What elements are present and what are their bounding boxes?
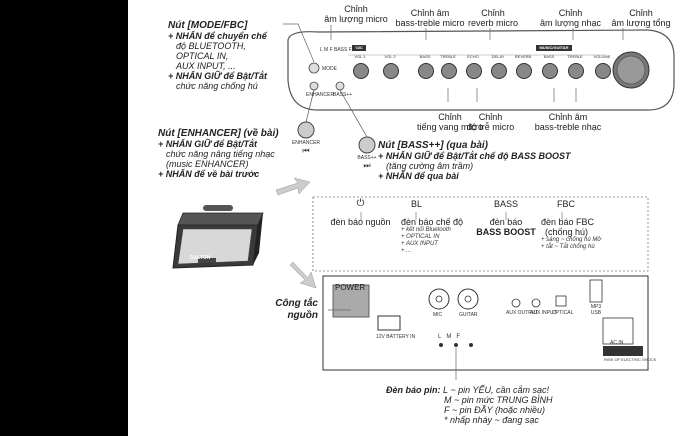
indicator-bass: BASS đèn báo BASS BOOST — [476, 199, 536, 237]
bass-plus-callout: Nút [BASS++] (qua bài) + NHẤN GIỮ để Bật… — [378, 140, 571, 181]
optical-label: OPTICAL — [552, 310, 574, 316]
enhancer-button-shape — [297, 121, 315, 139]
bass-plus-button[interactable]: BASS++ ⏭ — [352, 155, 382, 170]
panel-knob-label: BASS — [419, 54, 431, 59]
panel-knob[interactable] — [516, 63, 532, 79]
ac-in-label: AC IN — [610, 340, 624, 346]
power-label: POWER — [335, 283, 366, 292]
enhancer-callout: Nút [ENHANCER] (về bài) + NHẤN GIỮ để Bậ… — [158, 128, 279, 179]
panel-knob-label: TREBLE — [567, 54, 583, 59]
mode-fbc-callout: Nút [MODE/FBC] + NHẤN để chuyển chế độ B… — [168, 20, 268, 91]
panel-knob-label: DELAY — [491, 54, 505, 59]
indicator-fbc: FBC đèn báo FBC (chống hú) + sáng ~ chốn… — [541, 199, 601, 250]
power-icon: ⏻ — [356, 198, 365, 209]
music-badge: MUSIC/GUITAR — [536, 45, 572, 51]
warning-label: RISK OF ELECTRIC SHOCK — [604, 357, 657, 362]
mode-led-labels: L M F BASS FBC — [320, 47, 359, 53]
speaker-image — [172, 205, 264, 269]
panel-knob[interactable] — [418, 63, 434, 79]
panel-knob-label: REVERB — [514, 54, 532, 59]
previous-track-icon: ⏮ — [302, 146, 310, 155]
panel-knob[interactable] — [595, 63, 611, 79]
guitar-jack-label: GUITAR — [459, 312, 478, 318]
battery-in-label: 12V BATTERY IN — [376, 334, 416, 340]
panel-knob-label: VOL 1 — [354, 54, 366, 59]
mode-button-label: MODE — [322, 66, 337, 72]
panel-mode-button — [308, 62, 320, 74]
indicator-frame — [312, 196, 649, 272]
indicator-bl: BL đèn báo chế độ + kết nối Bluetooth + … — [401, 199, 464, 254]
panel-bass-label: BASS++ — [333, 92, 353, 98]
panel-knob-label: VOL 2 — [384, 54, 396, 59]
diagram-graphics — [172, 23, 675, 380]
speaker-logo: DALTON — [190, 255, 211, 261]
arrow-to-back-panel — [289, 261, 317, 289]
power-switch — [332, 284, 370, 318]
bass-plus-button-shape — [358, 136, 376, 154]
panel-knob[interactable] — [353, 63, 369, 79]
mic-badge: MIC — [352, 45, 366, 51]
panel-knob[interactable] — [441, 63, 457, 79]
enhancer-button[interactable]: ENHANCER ⏮ — [291, 140, 321, 155]
panel-knob-label: ECHO — [467, 54, 479, 59]
panel-knob[interactable] — [491, 63, 507, 79]
panel-knob-label: VOLUME — [593, 54, 611, 59]
indicator-power: ⏻ đèn báo nguồn — [328, 198, 393, 228]
aux-input-label: AUX INPUT — [530, 310, 557, 316]
panel-knob[interactable] — [542, 63, 558, 79]
panel-knob[interactable] — [466, 63, 482, 79]
mic-jack-label: MIC — [433, 312, 443, 318]
next-track-icon: ⏭ — [363, 161, 371, 170]
panel-knob[interactable] — [568, 63, 584, 79]
aux-output-label: AUX OUTPUT — [506, 310, 539, 316]
panel-enhancer-label: ENHANCER — [306, 92, 335, 98]
arrow-to-indicators — [275, 177, 311, 196]
battery-legend: Đèn báo pin: L ~ pin YẾU, cần cắm sạc! M… — [386, 385, 553, 425]
panel-knob-label: BASS — [543, 54, 555, 59]
panel-knob[interactable] — [383, 63, 399, 79]
panel-knob-label: TREBLE — [440, 54, 456, 59]
led-labels: L M F — [438, 334, 461, 340]
power-switch-label: Công tắc nguồn — [275, 298, 318, 321]
diagram-page: VOL 1 VOL 2 BASS TREBLE ECHO DELAY REVERB BASS T… — [128, 0, 700, 436]
